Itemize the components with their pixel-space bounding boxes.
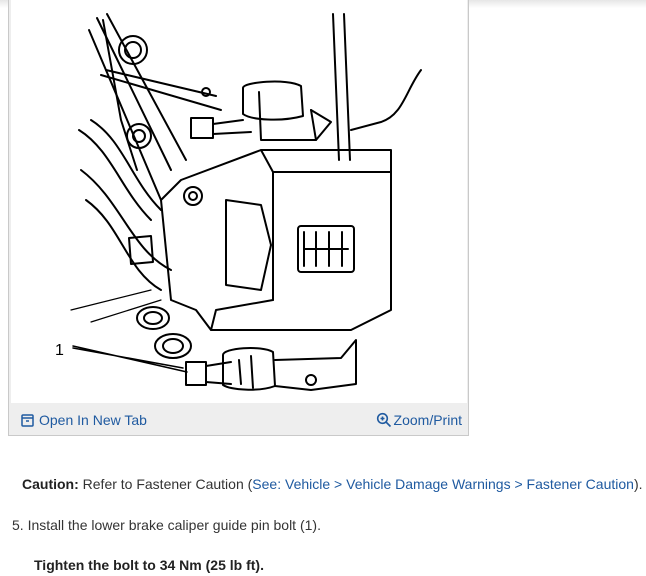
zoom-print-label: Zoom/Print bbox=[393, 412, 462, 428]
zoom-print-link[interactable]: Zoom/Print bbox=[376, 412, 462, 428]
open-in-new-tab-label: Open In New Tab bbox=[39, 412, 147, 428]
caution-text-end: ). bbox=[633, 476, 643, 492]
caution-text: Refer to Fastener Caution ( bbox=[82, 476, 253, 492]
see-link[interactable]: See: bbox=[252, 476, 282, 492]
open-in-new-tab-link[interactable]: Open In New Tab bbox=[21, 412, 147, 428]
step-text: Install the lower brake caliper guide pi… bbox=[27, 517, 321, 533]
fastener-caution-link[interactable]: Fastener Caution bbox=[526, 476, 634, 492]
vehicle-link[interactable]: Vehicle bbox=[285, 476, 331, 492]
brake-caliper-illustration: 1 bbox=[11, 0, 467, 403]
open-new-tab-icon bbox=[21, 413, 34, 427]
vehicle-damage-warnings-link[interactable]: Vehicle Damage Warnings bbox=[346, 476, 511, 492]
zoom-icon bbox=[376, 412, 392, 428]
torque-spec: Tighten the bolt to 34 Nm (25 lb ft). bbox=[34, 557, 264, 573]
figure-panel: 1 Open In New Tab Zoom/Print bbox=[8, 0, 469, 436]
caution-label: Caution: bbox=[22, 476, 79, 492]
breadcrumb-separator-2: > bbox=[514, 476, 523, 492]
caution-note: Caution: Refer to Fastener Caution (See:… bbox=[22, 476, 643, 492]
callout-number: 1 bbox=[55, 342, 64, 359]
procedure-step: 5. Install the lower brake caliper guide… bbox=[12, 517, 321, 533]
figure-actions-bar: Open In New Tab Zoom/Print bbox=[9, 403, 468, 435]
breadcrumb-separator-1: > bbox=[334, 476, 343, 492]
step-number: 5. bbox=[12, 517, 24, 533]
